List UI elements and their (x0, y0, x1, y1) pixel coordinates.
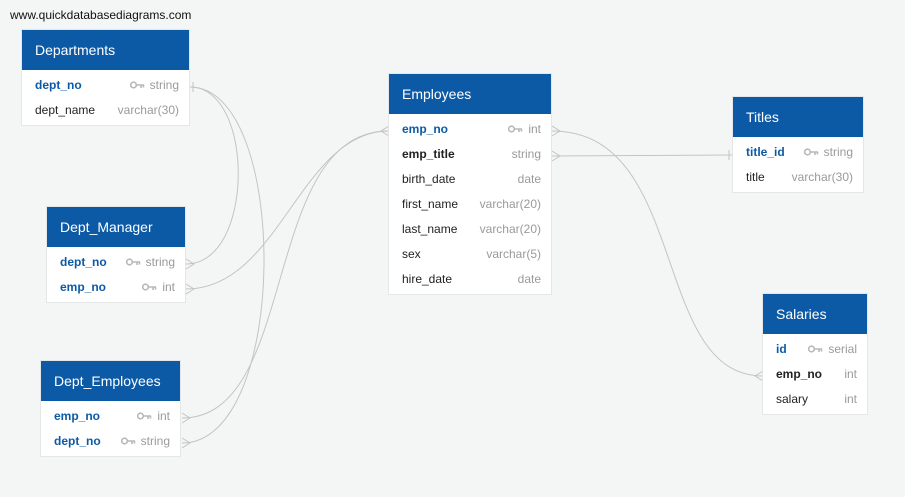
field-row[interactable]: id serial (763, 337, 867, 362)
field-type: string (129, 73, 179, 98)
key-icon (137, 404, 152, 429)
field-row[interactable]: first_name varchar(20) (389, 192, 551, 217)
field-type: serial (808, 337, 857, 362)
field-type: date (517, 172, 541, 186)
many-marker-salaries (754, 370, 764, 382)
field-row[interactable]: emp_no int (763, 362, 867, 387)
field-row[interactable]: hire_date date (389, 267, 551, 292)
field-row[interactable]: dept_no string (22, 73, 189, 98)
many-marker-employees-emp-no-right (551, 125, 561, 137)
field-type: varchar(30) (791, 170, 853, 184)
field-name: emp_no (54, 409, 101, 423)
field-row[interactable]: title_id string (733, 140, 863, 165)
field-name: emp_no (402, 122, 449, 136)
many-marker-employees-emp-no (380, 125, 390, 137)
field-row[interactable]: sex varchar(5) (389, 242, 551, 267)
field-type: int (844, 392, 857, 406)
field-name: title (746, 170, 765, 184)
field-row[interactable]: emp_no int (41, 404, 180, 429)
table-header-dept-manager[interactable]: Dept_Manager (47, 207, 185, 247)
field-name: emp_no (60, 280, 107, 294)
field-row[interactable]: dept_name varchar(30) (22, 98, 189, 123)
table-dept-manager[interactable]: Dept_Manager dept_no string emp_no int (47, 207, 185, 302)
field-name: dept_no (60, 255, 107, 269)
field-row[interactable]: salary int (763, 387, 867, 412)
table-dept-employees[interactable]: Dept_Employees emp_no int dept_no string (41, 361, 180, 456)
field-name: hire_date (402, 272, 453, 286)
field-row[interactable]: dept_no string (47, 250, 185, 275)
link-employees-titles (551, 154, 734, 157)
field-name: dept_name (35, 103, 96, 117)
link-employees-salaries (551, 130, 764, 377)
many-marker-dept-employees-dept (181, 437, 191, 449)
field-row[interactable]: emp_no int (389, 117, 551, 142)
field-type: int (508, 117, 541, 142)
field-name: dept_no (54, 434, 101, 448)
link-departments-dept-manager (185, 86, 239, 265)
field-type: varchar(20) (479, 222, 541, 236)
field-row[interactable]: birth_date date (389, 167, 551, 192)
field-type: int (142, 275, 175, 300)
field-row[interactable]: emp_title string (389, 142, 551, 167)
table-departments[interactable]: Departments dept_no string dept_name var… (22, 30, 189, 125)
key-icon (508, 117, 523, 142)
field-name: emp_no (776, 367, 823, 381)
field-name: sex (402, 247, 421, 261)
link-employees-dept-employees (181, 130, 390, 419)
field-row[interactable]: last_name varchar(20) (389, 217, 551, 242)
key-icon (803, 140, 819, 165)
field-type: int (844, 367, 857, 381)
field-name: last_name (402, 222, 458, 236)
field-name: birth_date (402, 172, 456, 186)
many-marker-dept-manager-dept (185, 258, 195, 270)
field-name: salary (776, 392, 809, 406)
field-row[interactable]: title varchar(30) (733, 165, 863, 190)
key-icon (142, 275, 157, 300)
table-salaries[interactable]: Salaries id serial emp_no int salary int (763, 294, 867, 414)
table-header-salaries[interactable]: Salaries (763, 294, 867, 334)
field-type: string (120, 429, 170, 454)
field-type: varchar(30) (117, 103, 179, 117)
field-name: first_name (402, 197, 459, 211)
field-type: varchar(20) (479, 197, 541, 211)
key-icon (808, 337, 823, 362)
table-employees[interactable]: Employees emp_no int emp_title string bi… (389, 74, 551, 294)
field-type: string (125, 250, 175, 275)
key-icon (120, 429, 136, 454)
field-name: emp_title (402, 147, 455, 161)
many-marker-dept-employees-emp (181, 412, 191, 424)
field-type: string (511, 147, 541, 161)
table-header-dept-employees[interactable]: Dept_Employees (41, 361, 180, 401)
field-name: dept_no (35, 78, 82, 92)
field-type: int (137, 404, 170, 429)
many-marker-dept-manager-emp (185, 283, 195, 295)
table-header-titles[interactable]: Titles (733, 97, 863, 137)
field-row[interactable]: dept_no string (41, 429, 180, 454)
link-employees-dept-manager (185, 130, 390, 290)
link-departments-dept-employees (181, 86, 265, 444)
field-type: date (517, 272, 541, 286)
table-titles[interactable]: Titles title_id string title varchar(30) (733, 97, 863, 192)
field-name: id (776, 342, 787, 356)
field-row[interactable]: emp_no int (47, 275, 185, 300)
table-header-departments[interactable]: Departments (22, 30, 189, 70)
many-marker-employees-emp-title (551, 150, 561, 162)
field-type: string (803, 140, 853, 165)
table-header-employees[interactable]: Employees (389, 74, 551, 114)
watermark[interactable]: www.quickdatabasediagrams.com (10, 8, 192, 22)
key-icon (129, 73, 145, 98)
field-name: title_id (746, 145, 785, 159)
field-type: varchar(5) (486, 247, 541, 261)
key-icon (125, 250, 141, 275)
